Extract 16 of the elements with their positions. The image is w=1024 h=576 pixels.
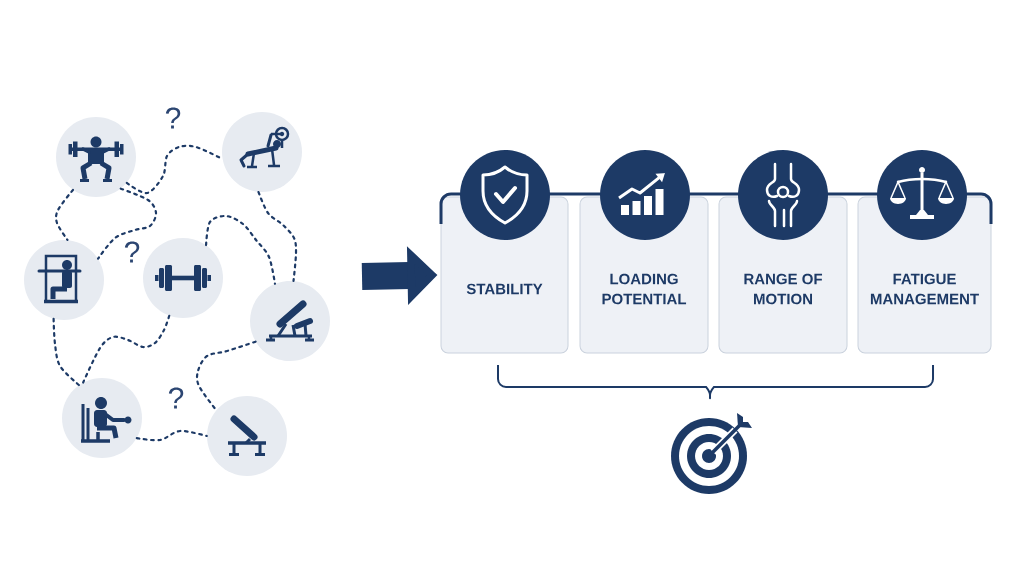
dotted-line [52,317,81,387]
icon-circle [222,112,302,192]
dotted-line [135,429,208,442]
dotted-line [54,188,75,242]
question-mark: ? [124,241,140,263]
icon-circle [24,240,104,320]
dotted-line [204,214,277,285]
question-mark: ? [168,387,184,409]
icon-circle [62,378,142,458]
icon-circle [250,281,330,361]
dotted-line [195,340,257,412]
dotted-line [97,187,158,260]
question-mark: ? [165,107,181,129]
dotted-line [257,190,298,283]
icon-circle [207,396,287,476]
dotted-line [82,314,171,384]
